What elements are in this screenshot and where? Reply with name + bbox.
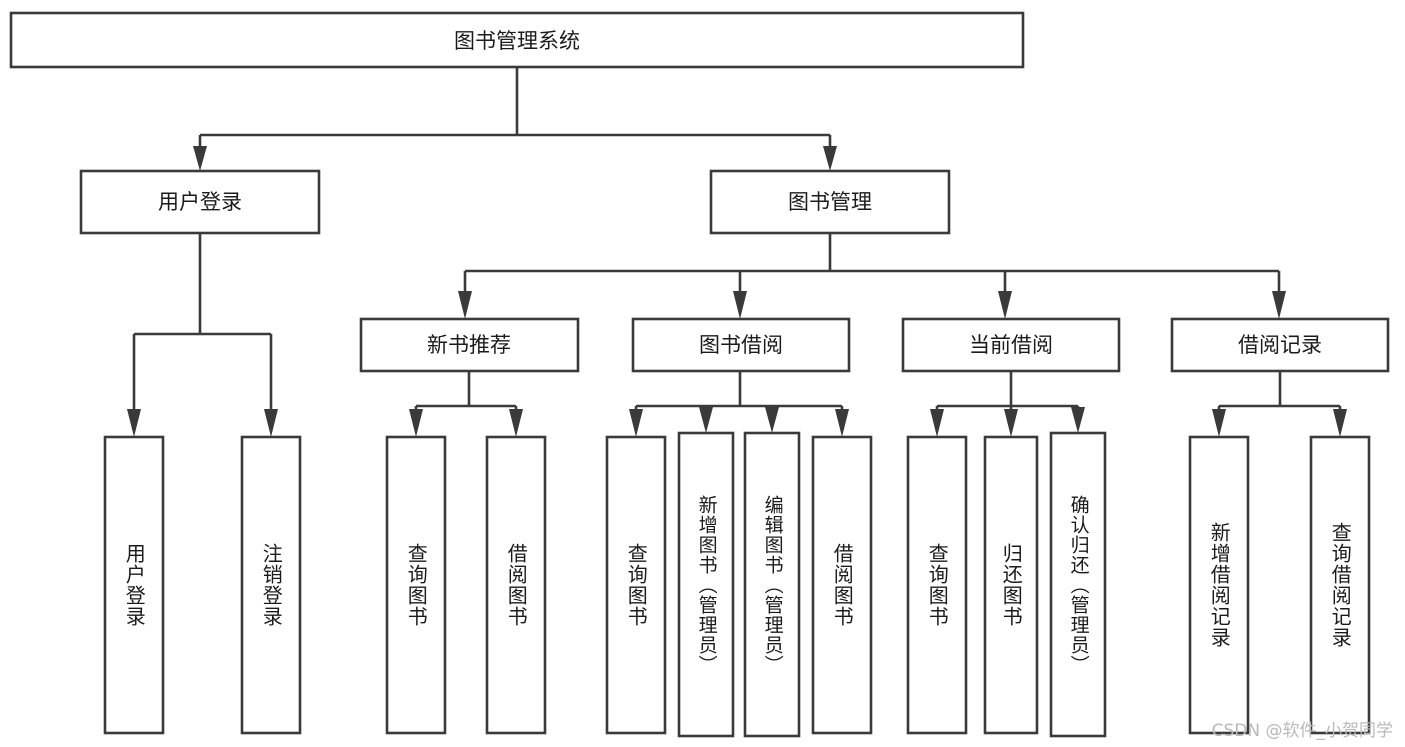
node-book-manage-box[interactable] [709, 169, 951, 235]
edges-user-login-to-leaves [127, 233, 278, 437]
arrow-to-book-manage-icon [823, 146, 837, 171]
leaf-confirm-return-box[interactable] [1049, 431, 1107, 738]
node-root-box[interactable] [9, 11, 1025, 69]
leaf-edit-book-box[interactable] [743, 431, 801, 738]
edges-current-borrow-to-leaves [930, 371, 1085, 437]
leaf-boxes [103, 431, 1371, 738]
arrow-to-leaf-query-book-rec-icon [409, 409, 423, 437]
arrow-to-leaf-query-book-cur-icon [930, 409, 944, 437]
watermark-text: CSDN @软件_小贺同学 [1211, 721, 1393, 741]
node-current-borrow-label: 当前借阅 [969, 333, 1053, 357]
node-user-login[interactable]: 用户登录 [79, 169, 321, 235]
node-borrow-record[interactable]: 借阅记录 [1170, 317, 1390, 373]
node-book-manage-label: 图书管理 [788, 190, 872, 214]
leaf-user-login-box[interactable] [103, 435, 165, 735]
node-root[interactable]: 图书管理系统 [9, 11, 1025, 69]
node-new-book-rec[interactable]: 新书推荐 [359, 317, 580, 373]
node-book-borrow[interactable]: 图书借阅 [631, 317, 851, 373]
arrow-to-leaf-user-login-icon [127, 409, 141, 437]
node-root-label: 图书管理系统 [454, 29, 580, 53]
arrow-to-new-book-rec-icon [458, 291, 472, 319]
leaf-borrow-book-rec-box[interactable] [485, 435, 547, 735]
edges-root-to-level2 [193, 67, 837, 171]
leaf-add-book-box[interactable] [677, 431, 735, 738]
edges-borrow-record-to-leaves [1212, 371, 1347, 437]
node-borrow-record-label: 借阅记录 [1238, 333, 1322, 357]
node-user-login-label: 用户登录 [158, 190, 242, 214]
arrow-to-leaf-add-record-icon [1212, 409, 1226, 437]
arrow-to-leaf-edit-book-icon [765, 407, 779, 433]
arrow-to-leaf-query-record-icon [1333, 409, 1347, 437]
arrow-to-leaf-query-book-icon [629, 409, 643, 437]
node-book-borrow-box[interactable] [631, 317, 851, 373]
leaf-query-book-cur-box[interactable] [906, 435, 968, 735]
arrow-to-current-borrow-icon [998, 291, 1012, 319]
leaf-add-record-box[interactable] [1188, 435, 1250, 735]
leaf-query-book-rec-box[interactable] [385, 435, 447, 735]
leaf-query-book-box[interactable] [605, 435, 667, 735]
node-new-book-rec-label: 新书推荐 [427, 333, 511, 357]
arrow-to-borrow-record-icon [1272, 291, 1286, 319]
arrow-to-leaf-borrow-book-rec-icon [509, 409, 523, 437]
arrow-to-leaf-logout-icon [264, 409, 278, 437]
leaf-query-record-box[interactable] [1309, 435, 1371, 735]
arrow-to-leaf-confirm-return-icon [1071, 407, 1085, 433]
node-new-book-rec-box[interactable] [359, 317, 580, 373]
leaf-logout-box[interactable] [240, 435, 302, 735]
arrow-to-leaf-borrow-book-icon [835, 409, 849, 437]
arrow-to-user-login-icon [193, 146, 207, 171]
arrow-to-leaf-return-book-icon [1004, 409, 1018, 437]
node-book-borrow-label: 图书借阅 [699, 333, 783, 357]
leaf-return-book-box[interactable] [983, 435, 1039, 735]
node-borrow-record-box[interactable] [1170, 317, 1390, 373]
node-current-borrow[interactable]: 当前借阅 [901, 317, 1121, 373]
edges-book-manage-to-level3 [458, 233, 1286, 319]
edges-new-book-rec-to-leaves [409, 371, 523, 437]
node-book-manage[interactable]: 图书管理 [709, 169, 951, 235]
edges-book-borrow-to-leaves [629, 371, 849, 437]
arrow-to-leaf-add-book-icon [699, 407, 713, 433]
arrow-to-book-borrow-icon [733, 291, 747, 319]
leaf-borrow-book-box[interactable] [811, 435, 873, 735]
node-user-login-box[interactable] [79, 169, 321, 235]
node-current-borrow-box[interactable] [901, 317, 1121, 373]
